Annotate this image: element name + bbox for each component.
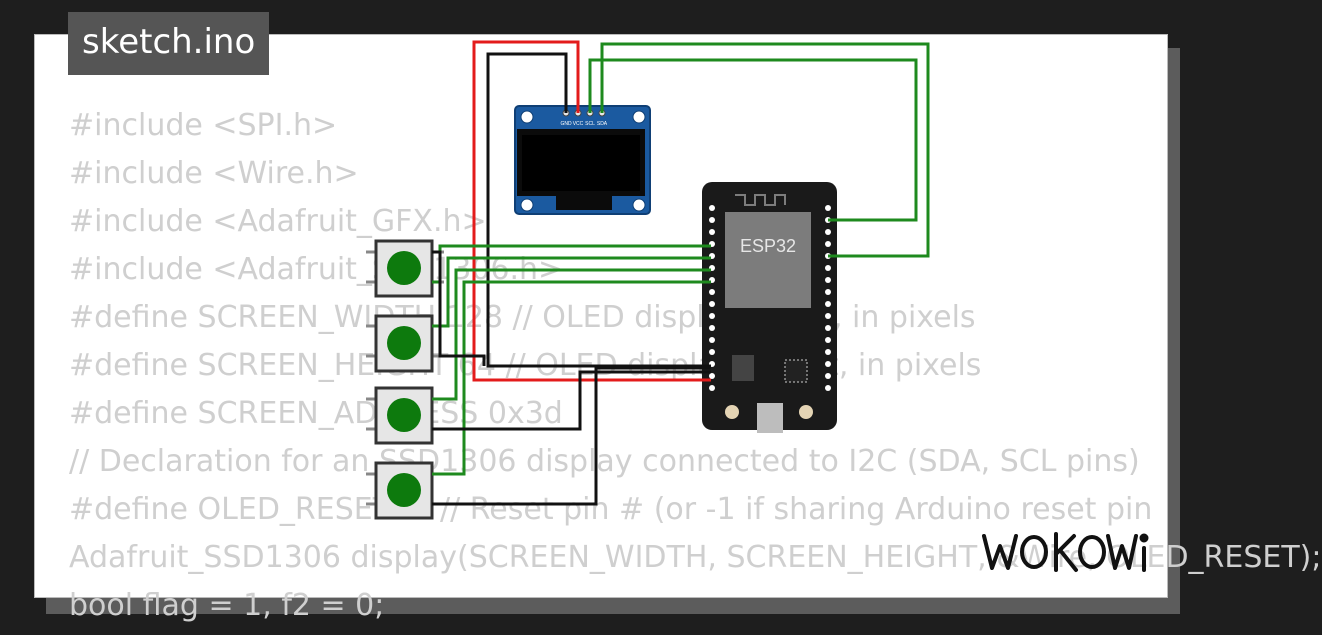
wire-btn3 (432, 268, 711, 401)
wire-btn4 (432, 280, 711, 476)
code-line: #define SCREEN_ADDRESS 0x3d (69, 396, 563, 431)
esp32-left-header (709, 205, 715, 391)
esp32-board[interactable] (702, 182, 837, 433)
push-button-4[interactable] (366, 461, 444, 520)
wire-sda (588, 58, 918, 222)
push-button-2[interactable] (366, 314, 444, 373)
wire-btn-gnd3 (432, 366, 711, 506)
wires (432, 40, 930, 506)
oled-pin-label: SDA (597, 121, 608, 127)
code-line: // Declaration for an SSD1306 display co… (69, 444, 1140, 479)
wire-btn-gnd1 (432, 250, 486, 366)
oled-display[interactable]: GND VCC SCL SDA (514, 105, 651, 215)
code-line: #include <Wire.h> (69, 156, 359, 191)
wire-gnd (486, 52, 711, 368)
wire-btn-gnd2 (432, 370, 711, 431)
oled-pin-label: VCC (573, 121, 584, 127)
push-button-3[interactable] (366, 386, 444, 445)
code-line: bool flag = 1, f2 = 0; (69, 588, 385, 623)
esp32-right-header (825, 205, 831, 391)
esp32-label: ESP32 (740, 236, 797, 256)
wire-scl (600, 42, 930, 258)
oled-pin-label: GND (560, 121, 572, 127)
wokwi-logo (982, 532, 1149, 572)
oled-pin-label: SCL (585, 121, 595, 127)
code-line: #include <Adafruit_GFX.h> (69, 204, 487, 239)
push-button-1[interactable] (366, 239, 444, 298)
code-line: #include <SPI.h> (69, 108, 338, 143)
circuit-diagram: GND VCC SCL SDA (366, 40, 930, 520)
wire-vcc (472, 40, 711, 382)
file-tab[interactable]: sketch.ino (68, 12, 270, 75)
code-line: #define OLED_RESET -1 // Reset pin # (or… (69, 492, 1153, 527)
